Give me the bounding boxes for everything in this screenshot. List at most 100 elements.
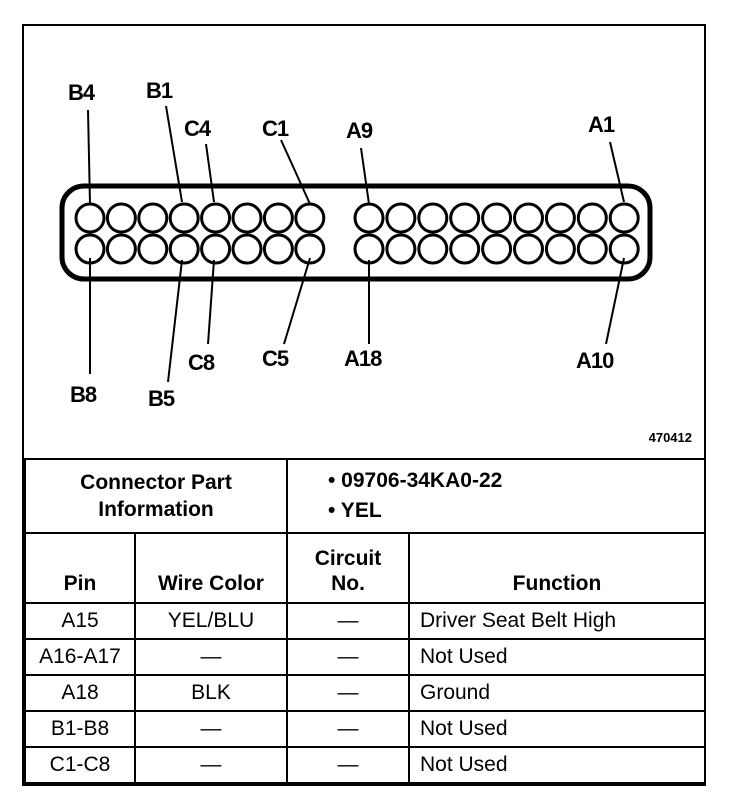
- cell-wire-color: —: [134, 710, 288, 748]
- connector-frame: B4 B1 C4 C1 A9 A1 B8 B5 C8 C5 A18 A10 47…: [22, 24, 707, 786]
- table-row: C1-C8 — — Not Used: [24, 746, 707, 784]
- pin-cavity: [481, 202, 513, 234]
- pin-label-b1: B1: [146, 78, 173, 103]
- header-circuit-line1: Circuit: [314, 547, 382, 570]
- pin-cavity: [200, 202, 232, 234]
- pin-cavity: [105, 202, 137, 234]
- table-row: A16-A17 — — Not Used: [24, 638, 707, 676]
- figure-number: 470412: [648, 430, 692, 445]
- leader-c8: [207, 259, 215, 345]
- pin-cavity: [294, 202, 326, 234]
- leader-a9: [360, 147, 370, 205]
- pin-label-a18: A18: [344, 346, 382, 371]
- table-row: B1-B8 — — Not Used: [24, 710, 707, 748]
- pin-cavity: [608, 202, 640, 234]
- cell-wire-color: BLK: [134, 674, 288, 712]
- connector-drawing: [59, 105, 653, 383]
- pin-cavity: [168, 202, 200, 234]
- cell-function: Not Used: [407, 746, 707, 784]
- header-circuit: Circuit No.: [286, 532, 410, 604]
- pin-cavity: [74, 202, 106, 234]
- header-circuit-line2: No.: [331, 572, 365, 595]
- pin-cavity: [513, 202, 544, 234]
- pin-cavity: [231, 202, 263, 234]
- pin-label-c1: C1: [262, 116, 289, 141]
- leader-b5: [167, 259, 183, 383]
- part-info-row: Connector Part Information • 09706-34KA0…: [24, 458, 707, 534]
- pin-cavities: [74, 202, 640, 265]
- header-function: Function: [407, 532, 707, 604]
- cell-function: Not Used: [407, 638, 707, 676]
- cell-pin: B1-B8: [24, 710, 136, 748]
- connector-color: • YEL: [328, 499, 382, 522]
- pin-cavity: [200, 233, 232, 265]
- pin-cavity: [576, 233, 608, 265]
- pin-label-a10: A10: [576, 348, 614, 373]
- pin-label-c8: C8: [188, 350, 215, 375]
- part-info-label-line1: Connector Part: [80, 471, 232, 494]
- pin-cavity: [137, 202, 169, 234]
- pin-cavity: [105, 233, 137, 265]
- cell-pin: A16-A17: [24, 638, 136, 676]
- leader-b4: [87, 109, 91, 205]
- header-pin: Pin: [24, 532, 136, 604]
- table-header-row: Pin Wire Color Circuit No. Function: [24, 532, 707, 604]
- pin-label-b8: B8: [70, 382, 97, 407]
- pin-cavity: [262, 202, 294, 234]
- pin-cavity: [544, 233, 576, 265]
- pin-cavity: [417, 202, 449, 234]
- part-info-label: Connector Part Information: [24, 458, 288, 534]
- leader-a10: [605, 257, 625, 345]
- pin-label-c4: C4: [184, 116, 211, 141]
- pin-cavity: [449, 202, 481, 234]
- header-wire-color: Wire Color: [134, 532, 288, 604]
- pin-label-b5: B5: [148, 386, 175, 411]
- cell-circuit: —: [286, 746, 410, 784]
- pin-label-a1: A1: [588, 112, 615, 137]
- pin-label-a9: A9: [346, 118, 373, 143]
- connector-info-table: Connector Part Information • 09706-34KA0…: [24, 458, 707, 784]
- leader-c1: [280, 139, 311, 205]
- cell-wire-color: —: [134, 746, 288, 784]
- pin-cavity: [353, 202, 385, 234]
- cell-wire-color: YEL/BLU: [134, 602, 288, 640]
- cell-function: Driver Seat Belt High: [407, 602, 707, 640]
- connector-diagram: B4 B1 C4 C1 A9 A1 B8 B5 C8 C5 A18 A10 47…: [24, 26, 704, 458]
- cell-function: Not Used: [407, 710, 707, 748]
- cell-circuit: —: [286, 638, 410, 676]
- pin-cavity: [513, 233, 544, 265]
- pin-cavity: [353, 233, 385, 265]
- leader-b1: [165, 105, 183, 203]
- pin-cavity: [231, 233, 263, 265]
- cell-pin: C1-C8: [24, 746, 136, 784]
- cell-circuit: —: [286, 674, 410, 712]
- part-number: • 09706-34KA0-22: [328, 469, 503, 492]
- part-info-label-line2: Information: [98, 498, 214, 521]
- cell-circuit: —: [286, 710, 410, 748]
- leader-c5: [283, 257, 311, 345]
- pin-label-b4: B4: [68, 80, 95, 105]
- pin-label-c5: C5: [262, 346, 289, 371]
- table-row: A15 YEL/BLU — Driver Seat Belt High: [24, 602, 707, 640]
- pin-cavity: [137, 233, 169, 265]
- pin-cavity: [385, 233, 417, 265]
- pin-cavity: [449, 233, 481, 265]
- table-row: A18 BLK — Ground: [24, 674, 707, 712]
- leader-c4: [205, 143, 215, 203]
- pin-cavity: [168, 233, 200, 265]
- cell-function: Ground: [407, 674, 707, 712]
- cell-wire-color: —: [134, 638, 288, 676]
- cell-pin: A18: [24, 674, 136, 712]
- leader-lines: [87, 105, 625, 383]
- cell-pin: A15: [24, 602, 136, 640]
- leader-a1: [609, 141, 625, 203]
- pin-cavity: [262, 233, 294, 265]
- pin-cavity: [417, 233, 449, 265]
- pin-cavity: [576, 202, 608, 234]
- cell-circuit: —: [286, 602, 410, 640]
- pin-cavity: [481, 233, 513, 265]
- pin-cavity: [544, 202, 576, 234]
- part-info-values: • 09706-34KA0-22 • YEL: [285, 458, 707, 534]
- pin-cavity: [294, 233, 326, 265]
- pin-cavity: [608, 233, 640, 265]
